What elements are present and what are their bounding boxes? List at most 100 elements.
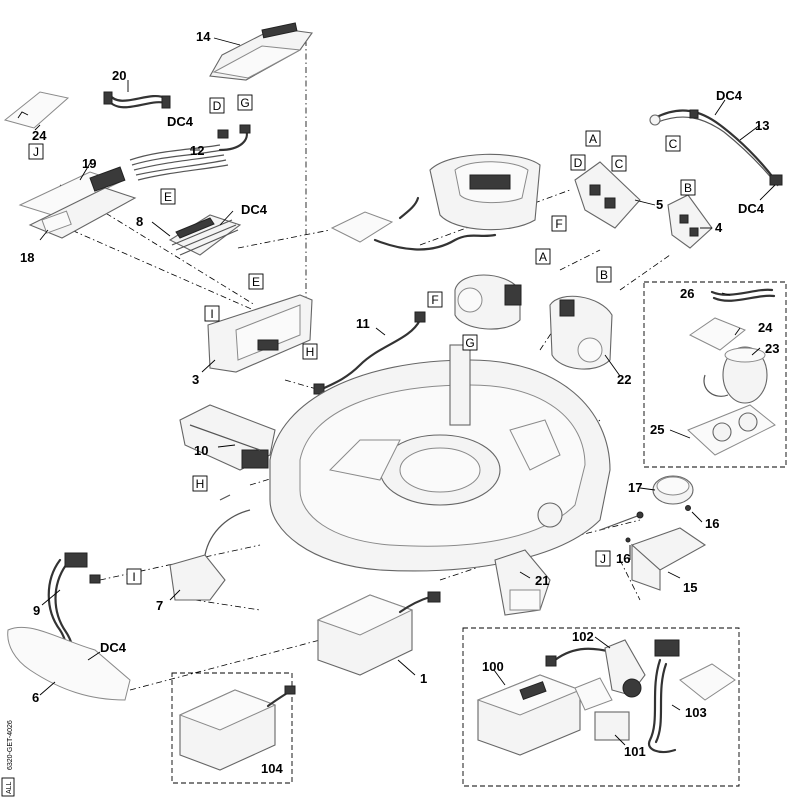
connector-box	[665, 135, 681, 152]
callout-c5: 5	[656, 197, 663, 212]
connector-lF2: F	[427, 291, 443, 308]
connector-box	[160, 188, 176, 205]
connector-lG2: G	[462, 334, 478, 351]
connector-lB1: B	[680, 179, 696, 196]
connector-lD1: D	[209, 97, 225, 114]
connector-box	[680, 179, 696, 196]
callout-c16b: 16	[616, 551, 630, 566]
connector-letter: G	[465, 336, 474, 350]
connector-box	[192, 475, 208, 492]
connector-lE2: E	[248, 273, 264, 290]
callout-c14: 14	[196, 29, 211, 44]
callout-c102: 102	[572, 629, 594, 644]
callout-c101: 101	[624, 744, 646, 759]
callout-c12: 12	[190, 143, 204, 158]
part-103-harness	[647, 639, 736, 754]
connector-box	[596, 266, 612, 283]
part-100-battery	[476, 674, 582, 756]
connector-box	[204, 305, 220, 322]
callout-c16a: 16	[705, 516, 719, 531]
connector-lI1: I	[204, 305, 220, 322]
part-15-bracket	[630, 527, 707, 591]
connector-lC2: C	[665, 135, 681, 152]
part-23-capacitor	[703, 346, 768, 404]
connector-lB2: B	[596, 266, 612, 283]
callout-c10: 10	[194, 443, 208, 458]
callout-c26: 26	[680, 286, 694, 301]
callout-c21: 21	[535, 573, 549, 588]
group-box-service-kit	[462, 627, 740, 787]
part-8-flat-cable	[168, 214, 242, 256]
connector-lA2: A	[535, 248, 551, 265]
connector-lJ1: J	[28, 143, 44, 160]
callout-cdc4d: DC4	[738, 201, 765, 216]
language-mark-box	[1, 777, 15, 797]
callout-c18: 18	[20, 250, 34, 265]
connector-lA1: A	[585, 130, 601, 147]
callout-c15: 15	[683, 580, 697, 595]
connector-letter: G	[240, 96, 249, 110]
connector-box	[551, 215, 567, 232]
callout-c24b: 24	[758, 320, 773, 335]
part-6-plate	[7, 626, 131, 701]
part-14-cover	[209, 22, 313, 81]
callout-c100: 100	[482, 659, 504, 674]
connector-letter: H	[196, 477, 205, 491]
callout-c104: 104	[261, 761, 283, 776]
part-10-sensor	[179, 404, 276, 471]
connector-lC1: C	[611, 155, 627, 172]
callout-c1: 1	[420, 671, 427, 686]
part-pin	[599, 505, 691, 543]
callout-c3: 3	[192, 372, 199, 387]
callout-c103: 103	[685, 705, 707, 720]
part-12-harness	[129, 124, 251, 181]
connector-letter: B	[600, 268, 608, 282]
connector-box	[28, 143, 44, 160]
leader-lines	[34, 37, 776, 746]
connector-box	[126, 568, 142, 585]
part-104-battery	[178, 685, 296, 771]
connector-letter: F	[431, 293, 438, 307]
connector-letter: C	[615, 157, 624, 171]
part-26-cable	[710, 288, 776, 302]
callout-c11: 11	[356, 316, 370, 331]
connector-box	[209, 97, 225, 114]
connector-box	[595, 550, 611, 567]
connector-letter: A	[589, 132, 597, 146]
callout-c17: 17	[628, 480, 642, 495]
connector-letter: F	[555, 217, 562, 231]
connector-box	[570, 154, 586, 171]
connector-lH2: H	[192, 475, 208, 492]
callout-c4: 4	[715, 220, 723, 235]
part-7-mount	[169, 494, 251, 601]
callout-c24a: 24	[32, 128, 47, 143]
part-20-cable	[103, 91, 171, 109]
part-5-board	[574, 161, 641, 229]
connector-box	[427, 291, 443, 308]
connector-box	[535, 248, 551, 265]
connector-box	[585, 130, 601, 147]
callout-cdc4e: DC4	[100, 640, 127, 655]
connector-lH1: H	[302, 343, 318, 360]
connector-letter: I	[210, 307, 213, 321]
connector-box	[302, 343, 318, 360]
connector-box	[611, 155, 627, 172]
callout-c9: 9	[33, 603, 40, 618]
connector-lJ2: J	[595, 550, 611, 567]
connector-box	[248, 273, 264, 290]
callout-c22: 22	[617, 372, 631, 387]
part-number-callouts: 1420241918128DC4DC4DC4DC4DC4135426242322…	[20, 29, 779, 776]
connector-letter: H	[306, 345, 315, 359]
callout-c7: 7	[156, 598, 163, 613]
connector-letter: J	[600, 552, 606, 566]
part-24-sheet	[3, 91, 70, 129]
connector-letter: A	[539, 250, 547, 264]
part-102-motor	[545, 639, 646, 698]
language-mark: ALL	[6, 781, 13, 794]
connector-letter: E	[252, 275, 260, 289]
part-11-cable	[313, 311, 426, 395]
callout-c13: 13	[755, 118, 769, 133]
part-19-18-board	[18, 166, 137, 239]
callout-c19: 19	[82, 156, 96, 171]
